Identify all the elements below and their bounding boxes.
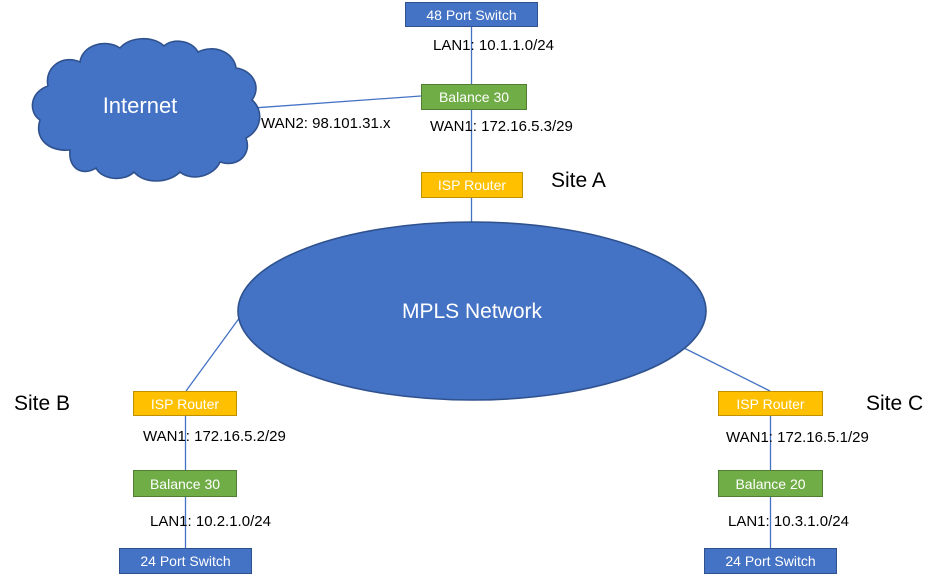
site-b-wan1-label: WAN1: 172.16.5.2/29 (143, 428, 286, 445)
site-b-lan-label: LAN1: 10.2.1.0/24 (150, 513, 271, 530)
site-b-label: Site B (14, 392, 71, 415)
site-a-balance-30: Balance 30 (421, 84, 527, 110)
site-a-label: Site A (551, 169, 606, 192)
site-c-wan1-label: WAN1: 172.16.5.1/29 (726, 429, 869, 446)
site-a-lan-label: LAN1: 10.1.1.0/24 (433, 37, 554, 54)
site-a-48-port-switch: 48 Port Switch (405, 2, 538, 27)
site-c-lan-label: LAN1: 10.3.1.0/24 (728, 513, 849, 530)
site-a-wan2-label: WAN2: 98.101.31.x (261, 115, 391, 132)
internet-cloud-label: Internet (102, 93, 178, 118)
internet-cloud-shape (31, 37, 261, 182)
connector-mpls-routerC (683, 347, 771, 392)
connector-cloud-balanceA (252, 95, 422, 109)
site-b-balance-30: Balance 30 (133, 470, 237, 497)
site-c-label: Site C (866, 392, 924, 415)
site-a-wan1-label: WAN1: 172.16.5.3/29 (430, 118, 573, 135)
connector-mpls-routerB (185, 312, 244, 392)
mpls-network-label: MPLS Network (401, 299, 543, 323)
site-c-balance-20: Balance 20 (718, 470, 823, 497)
connector-lines (184, 27, 772, 548)
site-b-isp-router: ISP Router (133, 391, 237, 416)
site-a-isp-router: ISP Router (421, 172, 523, 198)
site-b-24-port-switch: 24 Port Switch (119, 548, 252, 574)
site-c-24-port-switch: 24 Port Switch (704, 548, 837, 574)
site-c-isp-router: ISP Router (718, 391, 823, 416)
mpls-network-ellipse (237, 221, 707, 401)
